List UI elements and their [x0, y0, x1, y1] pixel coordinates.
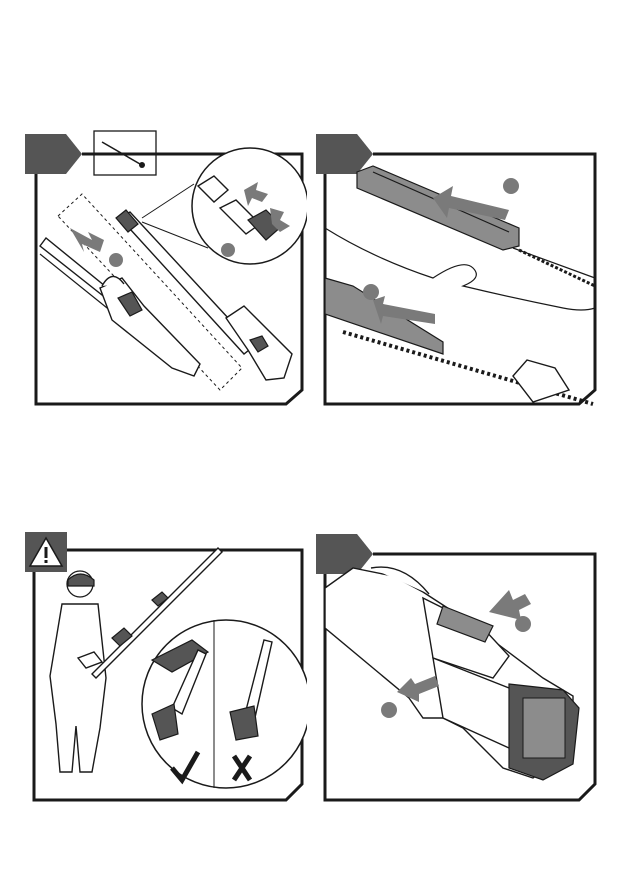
panel-assembly-pole	[22, 128, 307, 410]
detail-zoom	[192, 148, 307, 264]
step-tab	[316, 134, 373, 174]
step-tab	[25, 134, 82, 174]
panel-handle-switch	[313, 528, 603, 810]
step-tab	[316, 534, 373, 574]
step-dot	[109, 253, 123, 267]
panel-warning-grip	[22, 528, 307, 810]
detail-zoom	[142, 620, 307, 788]
panel-remove-blade-cover	[313, 128, 603, 410]
arrow-icon	[70, 228, 104, 252]
